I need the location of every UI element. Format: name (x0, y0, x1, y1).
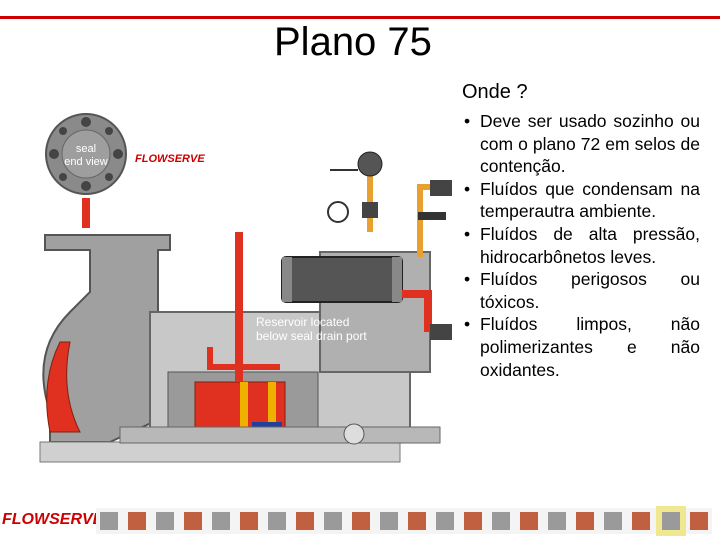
product-icons-strip (96, 506, 712, 536)
flowserve-logo: FLOWSERVE (2, 511, 105, 528)
footer-strip: FLOWSERVE (2, 506, 712, 536)
seal-view-label: seal (76, 143, 96, 155)
page-title: Plano 75 (274, 20, 432, 64)
subheading: Onde ? (462, 81, 528, 103)
bullet-item: Deve ser usado sozinho ou com o plano 72… (462, 110, 700, 178)
bullet-item: Fluídos que condensam na temperautra amb… (462, 178, 700, 223)
flowserve-logo-small: FLOWSERVE (135, 153, 205, 165)
reservoir (281, 151, 452, 340)
bullet-item: Fluídos de alta pressão, hidrocarbônetos… (462, 223, 700, 268)
reservoir-label: Reservoir located (256, 315, 349, 329)
title-rule (0, 16, 720, 19)
seal-plan-diagram: seal end view FLOWSERVE (39, 113, 452, 463)
bullet-list: Deve ser usado sozinho ou com o plano 72… (462, 110, 700, 381)
bullet-item: Fluídos limpos, não polimerizantes e não… (462, 313, 700, 381)
seal-end-view: seal end view (45, 113, 127, 195)
bullet-item: Fluídos perigosos ou tóxicos. (462, 268, 700, 313)
drain-piping (207, 232, 280, 382)
reservoir-label: below seal drain port (256, 329, 367, 343)
seal-view-label: end view (64, 156, 107, 168)
